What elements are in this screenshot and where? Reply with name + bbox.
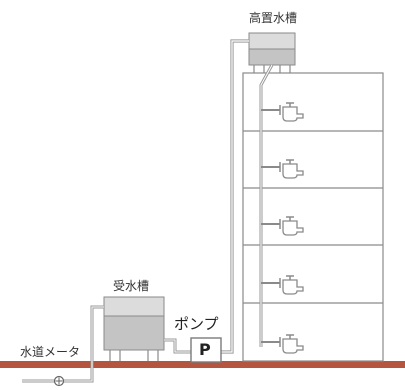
elevated-tank-label: 高置水槽 (249, 11, 298, 25)
water-meter-icon (53, 375, 65, 387)
pump-label: ポンプ (174, 315, 219, 333)
ground (0, 361, 405, 368)
faucet-floor-2 (261, 275, 304, 295)
faucet-floor-1 (261, 334, 304, 354)
pump-symbol-label: P (199, 340, 211, 359)
pump-box (190, 337, 222, 363)
receiving-tank (103, 296, 165, 361)
faucet-floor-3 (261, 216, 304, 236)
receiving-tank-label: 受水槽 (113, 279, 150, 293)
water-meter-label: 水道メータ (20, 345, 81, 359)
faucet-floor-5 (261, 102, 304, 122)
elevated-tank (248, 32, 296, 73)
faucet-floor-4 (261, 159, 304, 179)
tank-to-pump-pipe (164, 338, 191, 354)
building (242, 72, 384, 362)
